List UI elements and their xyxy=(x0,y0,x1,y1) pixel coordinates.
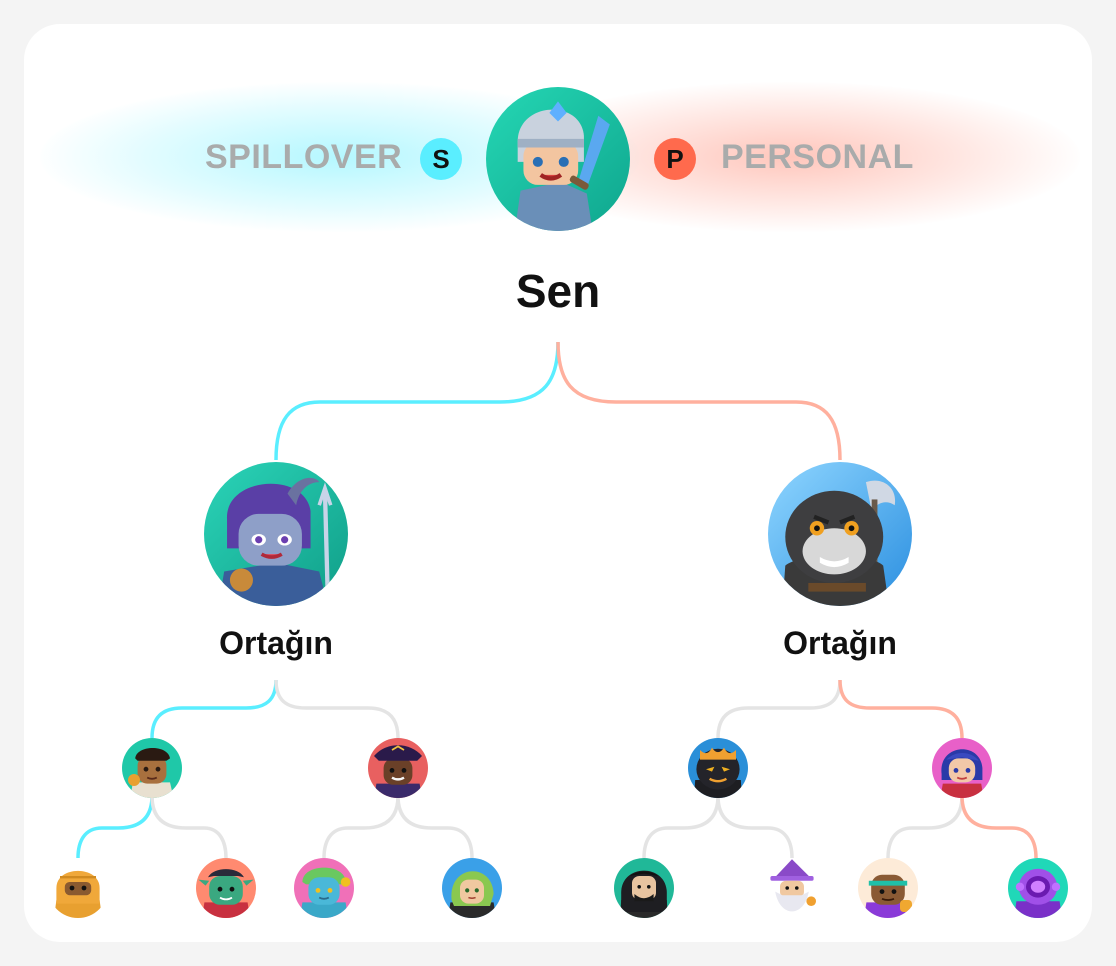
spillover-connector xyxy=(150,679,278,739)
spillover-connector xyxy=(274,341,560,461)
green-hair-elf-avatar[interactable] xyxy=(442,858,502,918)
blue-dryad-avatar[interactable] xyxy=(294,858,354,918)
partner-label-right: Ortağın xyxy=(783,625,897,661)
neutral-connector xyxy=(396,795,474,859)
neutral-connector xyxy=(322,795,400,859)
pirate-captain-avatar[interactable] xyxy=(368,738,428,798)
personal-connector xyxy=(838,679,964,739)
neutral-connector xyxy=(716,679,842,739)
root-label: Sen xyxy=(515,265,601,317)
shadow-beast-avatar[interactable] xyxy=(688,738,748,798)
neutral-connector xyxy=(886,795,964,859)
neutral-connector xyxy=(150,795,228,859)
old-wizard-avatar[interactable] xyxy=(762,858,822,918)
spillover-badge: S xyxy=(420,138,462,180)
spillover-connector xyxy=(76,795,154,859)
personal-connector xyxy=(960,795,1038,859)
personal-legend-label: PERSONAL xyxy=(721,138,914,176)
neutral-connector xyxy=(716,795,794,859)
adventurer-avatar[interactable] xyxy=(122,738,182,798)
partner-label-left: Ortağın xyxy=(219,625,333,661)
personal-connector xyxy=(556,341,842,461)
gorilla-axe-avatar[interactable] xyxy=(768,462,912,606)
neutral-connector xyxy=(642,795,720,859)
desert-nomad-avatar[interactable] xyxy=(48,858,108,918)
knight-avatar[interactable] xyxy=(486,87,630,231)
neutral-connector xyxy=(274,679,400,739)
boxer-avatar[interactable] xyxy=(858,858,918,918)
blue-hair-heroine-avatar[interactable] xyxy=(932,738,992,798)
green-goblin-avatar[interactable] xyxy=(196,858,256,918)
hooded-assassin-avatar[interactable] xyxy=(614,858,674,918)
purple-horned-warrior-avatar[interactable] xyxy=(204,462,348,606)
personal-badge: P xyxy=(654,138,696,180)
spillover-legend-label: SPILLOVER xyxy=(205,138,403,176)
purple-robot-avatar[interactable] xyxy=(1008,858,1068,918)
